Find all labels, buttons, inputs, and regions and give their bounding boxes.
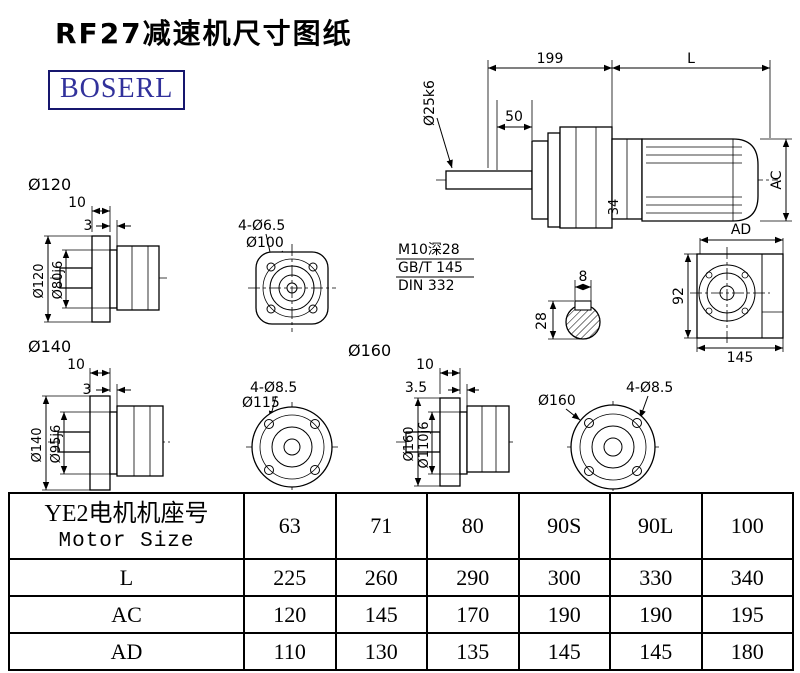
thread-line2: GB/T 145	[398, 260, 463, 276]
dim-AD: AD	[731, 222, 751, 238]
front-100-view: 4-Ø6.5 Ø100	[238, 218, 336, 332]
value-cell: 135	[426, 632, 520, 671]
dim-10: 10	[67, 357, 85, 373]
dim-199: 199	[537, 51, 564, 67]
motor-size-col: 100	[700, 492, 794, 560]
thread-line1: M10深28	[398, 242, 460, 258]
row-label: AD	[8, 632, 245, 671]
gear-housing	[466, 405, 510, 473]
row-label: AC	[8, 595, 245, 634]
value-cell: 110	[243, 632, 337, 671]
gear-housing	[559, 126, 613, 229]
motor-size-col: 90S	[517, 492, 611, 560]
flange-140-view: Ø140 10 3 Ø140 Ø95j6	[28, 337, 170, 491]
dia-callout: Ø115	[242, 395, 280, 411]
dia-callout: Ø100	[246, 235, 284, 251]
table-row-L: L 225 260 290 300 330 340	[8, 558, 794, 597]
input-shaft	[445, 170, 533, 190]
motor-size-header-cell: YE2电机机座号 Motor Size	[8, 492, 245, 560]
holes-callout: 4-Ø6.5	[238, 218, 285, 234]
dim-dia-spigot: Ø110j6	[417, 422, 432, 469]
value-cell: 180	[700, 632, 794, 671]
flange-outline	[251, 406, 333, 488]
flange-160-view: Ø160 10 3.5 Ø160 Ø110j6	[348, 341, 514, 487]
value-cell: 190	[609, 595, 703, 634]
dim-145: 145	[727, 350, 754, 366]
motor-size-col: 80	[426, 492, 520, 560]
dim-3-5: 3.5	[405, 380, 427, 396]
page-title: RF27减速机尺寸图纸	[55, 17, 353, 50]
logo-text: BOSERL	[60, 73, 174, 104]
header-cn: YE2电机机座号	[44, 500, 209, 527]
flange-plate	[531, 140, 549, 220]
flange-120-label: Ø120	[28, 175, 71, 194]
table-row-AC: AC 120 145 170 190 190 195	[8, 595, 794, 634]
motor-size-col: 90L	[609, 492, 703, 560]
value-cell: 145	[517, 632, 611, 671]
dim-shaft-dia: Ø25k6	[422, 80, 438, 126]
dim-3: 3	[84, 218, 93, 234]
dim-92: 92	[671, 287, 687, 305]
keyway-section-view: 8 28	[534, 269, 601, 340]
main-assembly-view: 199 L 50 Ø25k6	[422, 51, 792, 229]
flange-plate	[89, 395, 111, 491]
table-row-AD: AD 110 130 135 145 145 180	[8, 632, 794, 671]
dim-dia-outer: Ø140	[30, 427, 45, 462]
keyway-slot	[574, 300, 592, 311]
value-cell: 225	[243, 558, 337, 597]
flange-plate	[91, 235, 111, 323]
header-en: Motor Size	[58, 530, 195, 554]
value-cell: 120	[243, 595, 337, 634]
value-cell: 340	[700, 558, 794, 597]
dia-callout: Ø160	[538, 393, 576, 409]
dim-10: 10	[416, 357, 434, 373]
value-cell: 170	[426, 595, 520, 634]
flange-140-label: Ø140	[28, 337, 71, 356]
dim-AC: AC	[769, 170, 785, 189]
value-cell: 330	[609, 558, 703, 597]
value-cell: 195	[700, 595, 794, 634]
motor-size-col: 71	[334, 492, 428, 560]
thread-line3: DIN 332	[398, 278, 455, 294]
gear-housing	[116, 245, 160, 311]
value-cell: 190	[517, 595, 611, 634]
front-160-view: Ø160 4-Ø8.5	[538, 380, 673, 491]
side-view-ad: AD 92 145	[671, 222, 784, 366]
flange-160-label: Ø160	[348, 341, 391, 360]
flange-plate	[439, 397, 461, 487]
boserl-logo: BOSERL	[48, 70, 186, 110]
dim-50: 50	[505, 109, 523, 125]
row-label: L	[8, 558, 245, 597]
dim-dia-outer: Ø120	[32, 263, 47, 298]
flange-120-view: Ø120 10 3 Ø120 Ø80j6	[28, 175, 168, 323]
value-cell: 290	[426, 558, 520, 597]
holes-callout: 4-Ø8.5	[626, 380, 673, 396]
value-cell: 260	[334, 558, 428, 597]
dim-dia-outer: Ø160	[402, 426, 417, 461]
value-cell: 130	[334, 632, 428, 671]
gear-housing	[116, 405, 164, 477]
motor-size-col: 63	[243, 492, 337, 560]
value-cell: 145	[334, 595, 428, 634]
value-cell: 300	[517, 558, 611, 597]
value-cell: 145	[609, 632, 703, 671]
dim-10: 10	[68, 195, 86, 211]
front-115-view: 4-Ø8.5 Ø115	[242, 380, 338, 490]
motor-body	[641, 138, 759, 222]
dimension-table: YE2电机机座号 Motor Size 63 71 80 90S 90L 100…	[8, 492, 794, 671]
side-housing	[696, 253, 784, 339]
dim-key-width: 8	[579, 269, 588, 285]
dim-3: 3	[83, 382, 92, 398]
dim-L: L	[687, 51, 695, 67]
table-header-row: YE2电机机座号 Motor Size 63 71 80 90S 90L 100	[8, 492, 794, 560]
dim-34: 34	[607, 199, 622, 216]
holes-callout: 4-Ø8.5	[250, 380, 297, 396]
flange-outline	[570, 404, 656, 490]
dim-key-height: 28	[534, 312, 550, 330]
dim-dia-spigot: Ø95j6	[49, 425, 64, 464]
dim-dia-spigot: Ø80j6	[51, 261, 66, 300]
thread-callout: M10深28 GB/T 145 DIN 332	[396, 242, 474, 294]
